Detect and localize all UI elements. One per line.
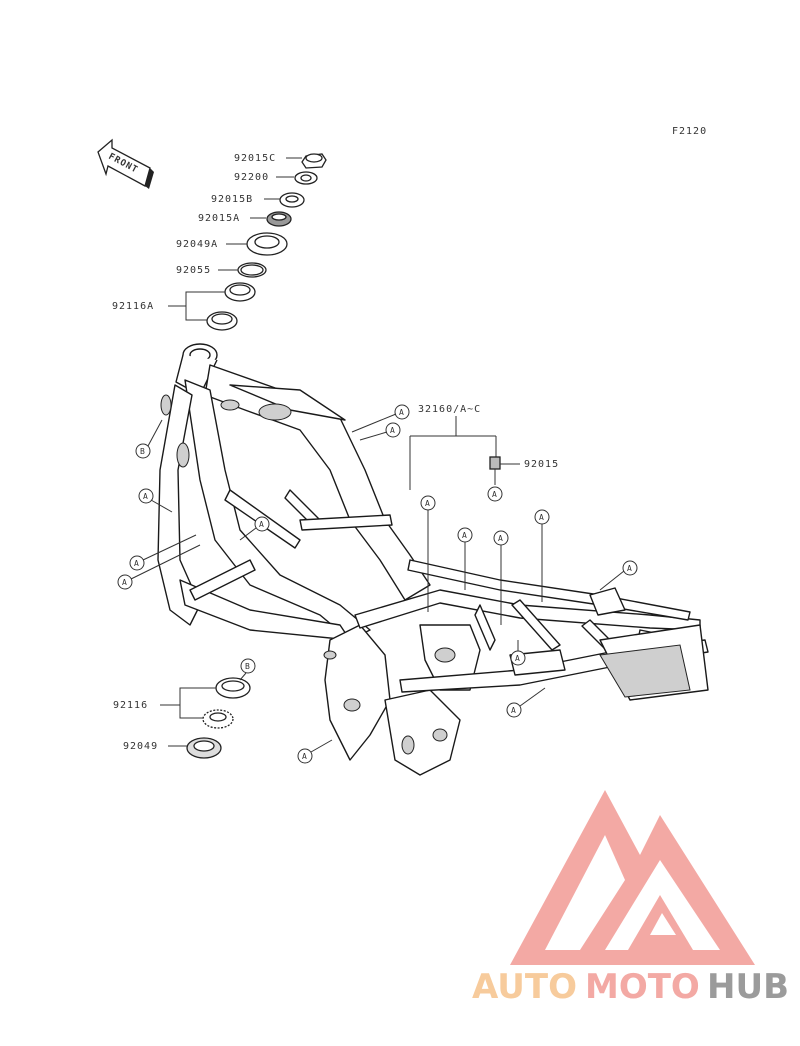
lower-bearing-parts: 92116 92049 [113, 677, 251, 759]
figure-code: F2120 [672, 126, 707, 137]
part-92049a: 92049A [176, 232, 288, 256]
label-92200: 92200 [234, 172, 269, 183]
svg-text:A: A [515, 654, 520, 663]
svg-text:A: A [122, 578, 127, 587]
label-32160: 32160/A~C [418, 404, 481, 415]
label-92116: 92116 [113, 700, 148, 711]
callout-b-top: B [135, 419, 163, 459]
svg-text:A: A [259, 520, 264, 529]
svg-text:A: A [425, 499, 430, 508]
svg-text:A: A [390, 426, 395, 435]
label-92015a: 92015A [198, 213, 240, 224]
svg-text:A: A [539, 513, 544, 522]
callout-b-bottom: B [239, 658, 256, 681]
svg-text:A: A [462, 531, 467, 540]
svg-text:A: A [627, 564, 632, 573]
part-92015c: 92015C [234, 153, 327, 169]
svg-text:A: A [134, 559, 139, 568]
logo-text-auto: AUTO [472, 967, 577, 1007]
part-92055: 92055 [176, 262, 267, 278]
svg-text:A: A [143, 492, 148, 501]
svg-text:A: A [492, 490, 497, 499]
callouts: B A A A A A A [117, 404, 638, 764]
callout-a-14: A [506, 687, 546, 718]
automotohub-logo: AUTO MOTO HUB [472, 790, 789, 1007]
callout-a-3: A [117, 544, 201, 590]
svg-text:A: A [302, 752, 307, 761]
callout-a-11: A [487, 486, 503, 502]
callout-a-5: A [351, 404, 410, 433]
logo-text-moto: MOTO [585, 967, 700, 1007]
callout-a-2: A [129, 534, 197, 571]
callout-a-9: A [493, 530, 509, 625]
callout-a-15: A [297, 739, 333, 764]
callout-a-1: A [138, 488, 173, 513]
callout-a-13: A [510, 640, 526, 666]
callout-a-12: A [599, 560, 638, 591]
logo-text-hub: HUB [707, 967, 789, 1007]
svg-text:A: A [511, 706, 516, 715]
part-92116a: 92116A [112, 282, 256, 331]
label-92055: 92055 [176, 265, 211, 276]
callout-a-6: A [359, 422, 401, 441]
part-32160: 32160/A~C [409, 404, 497, 490]
callout-a-8: A [457, 527, 473, 590]
callout-a-4: A [239, 516, 270, 541]
label-92015: 92015 [524, 459, 559, 470]
front-arrow-icon: FRONT [97, 138, 154, 189]
label-92015b: 92015B [211, 194, 253, 205]
label-92049: 92049 [123, 741, 158, 752]
part-92015a: 92015A [198, 211, 292, 227]
label-92116a: 92116A [112, 301, 154, 312]
svg-text:B: B [140, 447, 145, 456]
steering-parts: 92015C 92200 92015B 92015A 92049 [112, 153, 327, 331]
label-92015c: 92015C [234, 153, 276, 164]
svg-text:A: A [498, 534, 503, 543]
svg-text:A: A [399, 408, 404, 417]
svg-text:B: B [245, 662, 250, 671]
callout-a-7: A [420, 495, 436, 612]
callout-a-10: A [534, 509, 550, 602]
label-92049a: 92049A [176, 239, 218, 250]
part-92200: 92200 [234, 171, 318, 185]
part-92015: 92015 [489, 456, 559, 485]
part-92015b: 92015B [211, 192, 305, 208]
